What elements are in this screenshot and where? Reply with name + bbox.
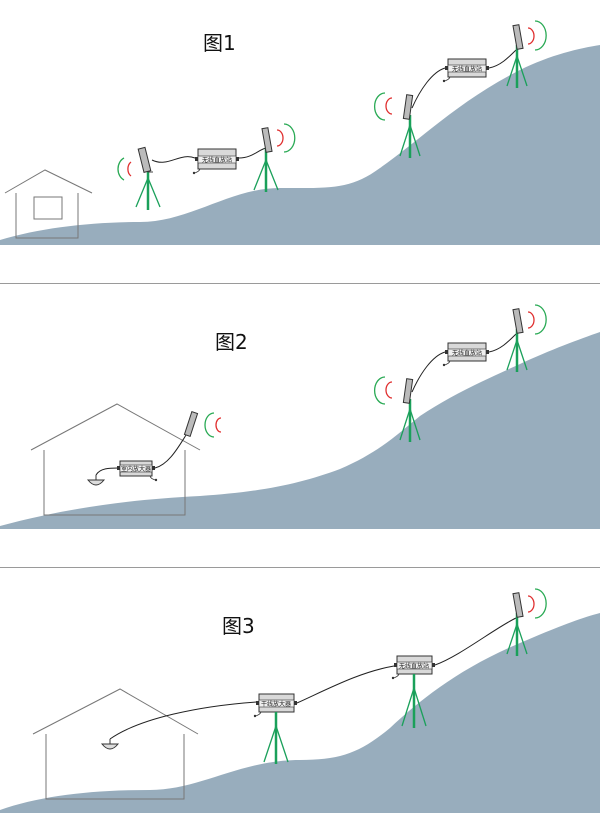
terrain [0, 332, 600, 529]
house [32, 688, 199, 800]
figure-2-panel: 室内放大器 无线直放站 [0, 284, 600, 529]
signal-waves-icon [527, 20, 547, 51]
figure-3-panel: 干线放大器 无线直放站 [0, 568, 600, 813]
cable [411, 351, 446, 393]
cable [95, 467, 119, 476]
antenna-mast [506, 592, 528, 656]
house [4, 169, 93, 239]
antenna-mast [506, 308, 528, 372]
unit-label: 室内放大器 [121, 465, 151, 473]
antenna-mast [253, 127, 279, 192]
figure-2-title: 图2 [215, 330, 248, 354]
cable [151, 156, 196, 163]
signal-waves-icon [527, 304, 547, 335]
cable [488, 49, 517, 69]
figure-1-diagram: 无线直放站 [0, 20, 600, 245]
antenna-mast [399, 378, 421, 442]
figure-3-title: 图3 [222, 614, 255, 638]
panel-antenna [402, 94, 414, 120]
cable [296, 665, 395, 704]
cable [154, 431, 189, 469]
terrain [0, 613, 600, 813]
unit-label: 干线放大器 [261, 700, 291, 708]
panel-antenna [512, 24, 524, 50]
cable [238, 147, 267, 159]
wall-antenna [183, 411, 199, 437]
signal-waves-icon [204, 412, 222, 438]
figure-3-diagram: 干线放大器 无线直放站 [0, 588, 600, 813]
unit-label: 无线直放站 [452, 349, 482, 357]
signal-waves-icon [276, 123, 296, 153]
panel-antenna [137, 146, 152, 173]
unit-label: 无线直放站 [202, 156, 232, 164]
panel-antenna [512, 592, 524, 618]
figure-2-diagram: 室内放大器 无线直放站 [0, 304, 600, 529]
antenna-mast [506, 24, 528, 88]
cable [488, 333, 517, 353]
antenna-mast [135, 146, 161, 210]
cable [109, 701, 257, 740]
repeater-unit: 干线放大器 [253, 693, 297, 718]
panel-antenna [183, 411, 199, 437]
repeater-unit: 无线直放站 [391, 655, 435, 680]
divider [0, 567, 600, 568]
panel-antenna [402, 378, 414, 404]
antenna-mast [401, 674, 427, 728]
antenna-mast [263, 712, 289, 764]
cable [434, 617, 517, 666]
panel-antenna [261, 127, 273, 153]
antenna-mast [399, 94, 421, 158]
divider [0, 283, 600, 284]
signal-waves-icon [117, 157, 132, 181]
repeater-unit: 无线直放站 [442, 58, 489, 83]
signal-waves-icon [373, 376, 393, 405]
signal-waves-icon [527, 588, 547, 619]
panel-antenna [512, 308, 524, 334]
repeater-unit: 无线直放站 [442, 342, 489, 367]
house [30, 403, 201, 516]
repeater-unit: 室内放大器 [117, 460, 158, 482]
ceiling-antenna-icon [86, 475, 106, 486]
signal-waves-icon [373, 92, 393, 121]
figure-1-panel: 无线直放站 [0, 0, 600, 245]
repeater-unit: 无线直放站 [192, 148, 239, 175]
cable [411, 67, 446, 109]
ceiling-antenna-icon [100, 739, 120, 750]
figure-1-title: 图1 [203, 31, 236, 55]
unit-label: 无线直放站 [452, 65, 482, 73]
terrain [0, 45, 600, 245]
unit-label: 无线直放站 [399, 662, 429, 670]
